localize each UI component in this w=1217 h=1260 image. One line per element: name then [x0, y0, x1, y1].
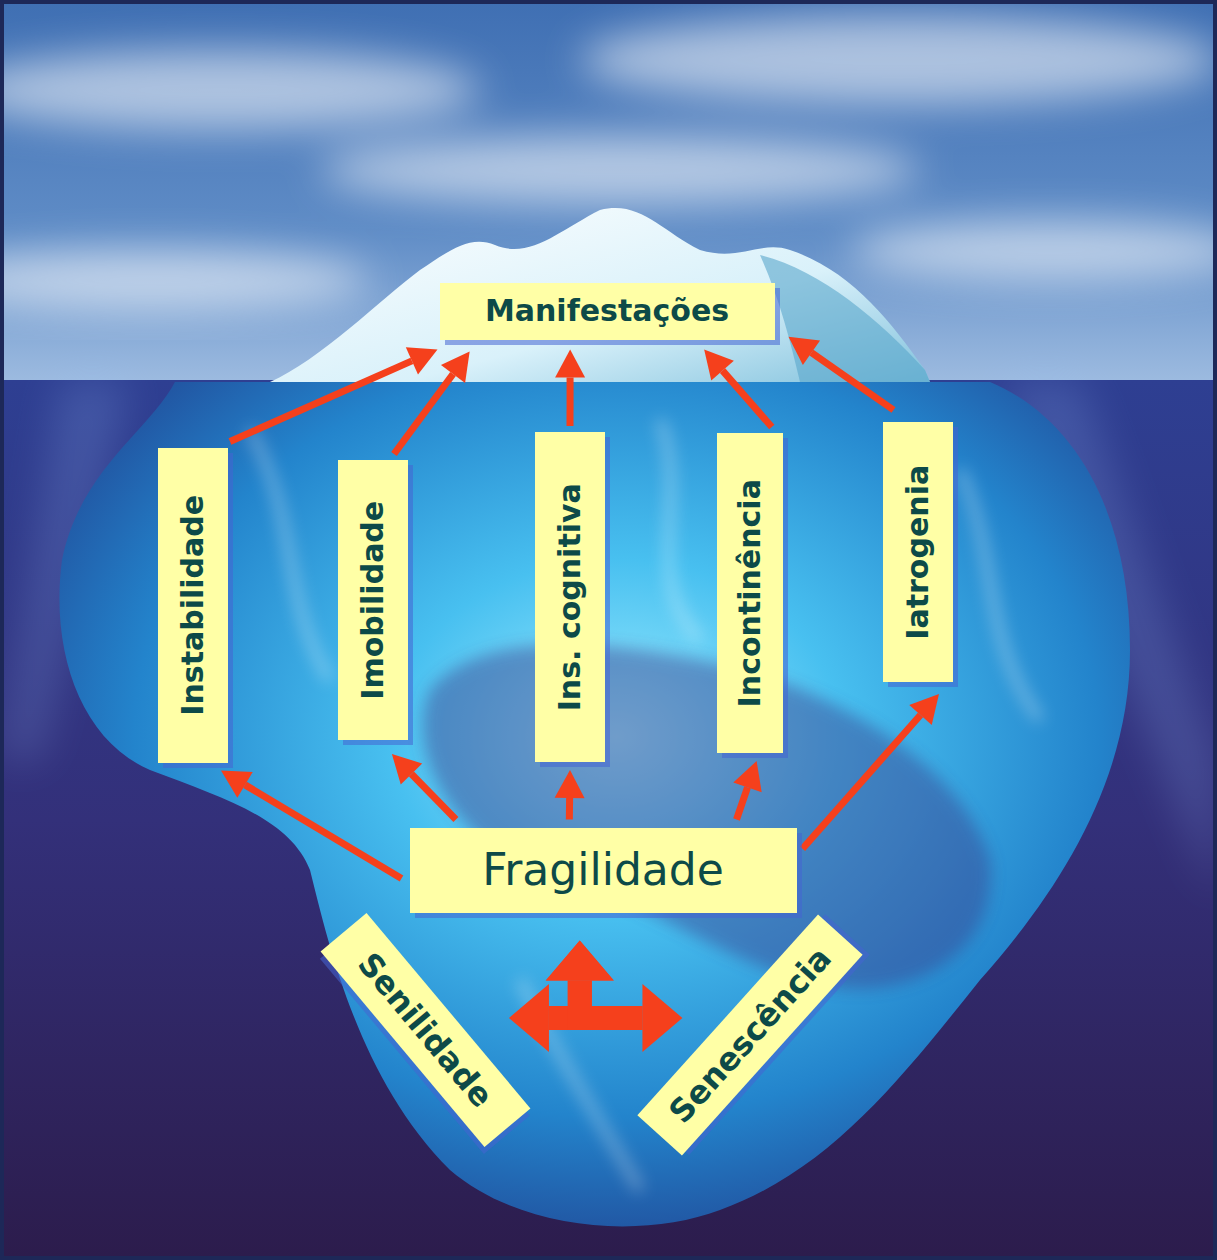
box-label: Instabilidade [176, 495, 211, 716]
arrow-connector [737, 787, 748, 819]
iceberg-shadow [423, 645, 991, 989]
iceberg-tip [270, 208, 930, 382]
box-label: Manifestações [485, 294, 729, 329]
box-label: Ins. cognitiva [553, 483, 588, 711]
arrow-connector [230, 361, 412, 442]
iceberg-underwater [59, 382, 1130, 1226]
water [0, 380, 1217, 1260]
syndrome-box: Ins. cognitiva [535, 432, 605, 762]
box-label: Iatrogenia [901, 465, 936, 640]
iceberg-tip-shade [760, 255, 930, 382]
syndrome-box: Instabilidade [158, 448, 228, 763]
arrow-connector [394, 374, 453, 454]
arrow-connector [580, 981, 643, 1019]
syndrome-box: Iatrogenia [883, 422, 953, 682]
box-label: Incontinência [733, 479, 768, 707]
arrow-connector [811, 353, 893, 410]
box-label: Imobilidade [356, 501, 391, 700]
outcome-box: Manifestações [440, 283, 775, 340]
syndrome-box: Imobilidade [338, 460, 408, 740]
arrow-connector [566, 798, 573, 820]
arrow-connector [567, 378, 574, 427]
box-label: Fragilidade [482, 845, 724, 896]
syndrome-box: Incontinência [717, 433, 783, 753]
ice-streaks [250, 420, 1040, 1190]
arrow-connector [411, 774, 455, 819]
arrow-connector [245, 785, 401, 879]
arrow-connector [803, 715, 921, 849]
core-box: Fragilidade [410, 828, 797, 913]
arrow-connector [723, 371, 772, 427]
